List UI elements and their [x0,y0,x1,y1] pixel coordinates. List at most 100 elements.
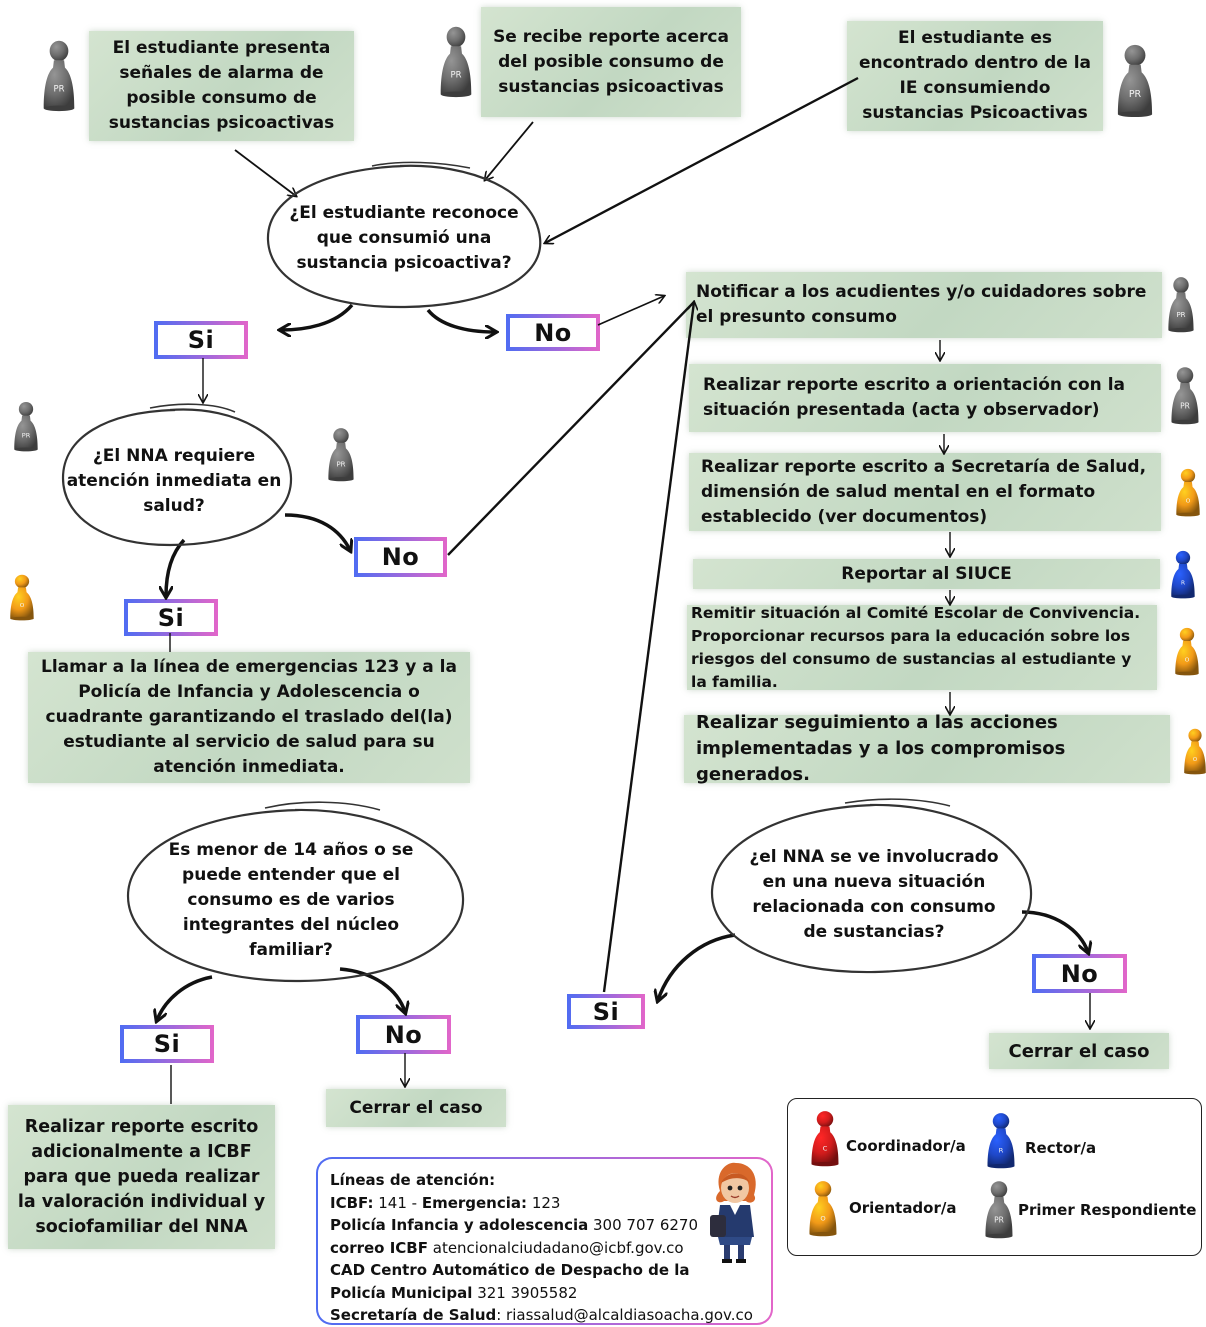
question-minor: Es menor de 14 años o se puede entender … [165,836,417,964]
question-attention-text: ¿El NNA requiere atención inmediata en s… [66,445,282,516]
start-found-box: El estudiante es encontrado dentro de la… [847,21,1103,131]
mail-label: correo ICBF [330,1238,428,1257]
emergency-label: Emergencia: [421,1193,528,1212]
question-new-situation-text: ¿el NNA se ve involucrado en una nueva s… [749,847,999,942]
first-responder-icon: PR [984,1179,1014,1239]
orientador-icon: O [1174,626,1200,676]
first-responder-icon: PR [42,38,76,112]
arrow-q2-yes [166,538,186,596]
start-report-box: Se recibe reporte acerca del posible con… [481,7,741,117]
start-found-text: El estudiante es encontrado dentro de la… [858,28,1092,123]
answer-no-q3-text: No [384,1020,423,1049]
icbf-label: ICBF: [330,1193,374,1212]
step-icbf: Realizar reporte escrito adicionalmente … [8,1105,275,1249]
answer-no-q1: No [506,314,600,351]
svg-text:PR: PR [1180,402,1190,411]
answer-yes-q1: Si [154,321,248,359]
step-close-left-text: Cerrar el caso [349,1097,483,1118]
step-followup: Realizar seguimiento a las acciones impl… [684,712,1170,785]
svg-text:R: R [1181,581,1185,587]
student-girl-illustration [710,1162,756,1263]
question-new-situation: ¿el NNA se ve involucrado en una nueva s… [740,843,1008,947]
arrow-q4-no [1021,910,1088,952]
arrow-q3-no [339,967,405,1012]
answer-yes-q4-text: Si [592,997,620,1026]
arrow-q2-no [284,513,350,550]
step-emergency: Llamar a la línea de emergencias 123 y a… [28,652,470,783]
question-recognize: ¿El estudiante reconoce que consumió una… [278,190,530,286]
step-report-health-text: Realizar reporte escrito a Secretaría de… [701,456,1147,527]
svg-text:PR: PR [450,70,461,80]
orientador-icon: O [9,573,35,621]
first-responder-icon: PR [439,24,473,98]
contact-mail-line: correo ICBF atencionalciudadano@icbf.gov… [330,1237,759,1260]
answer-no-q4-text: No [1060,959,1099,988]
svg-text:O: O [1186,499,1191,505]
step-siuce-text: Reportar al SIUCE [841,563,1012,584]
arrow-no-to-notify [597,296,664,326]
first-responder-icon: PR [1167,275,1195,333]
legend-rector-label: Rector/a [1025,1139,1097,1157]
arrow-report-to-q1 [485,121,534,180]
svg-text:O: O [20,603,25,609]
coordinator-icon: C [810,1109,840,1167]
step-emergency-text: Llamar a la línea de emergencias 123 y a… [41,657,457,777]
answer-no-q2: No [354,537,447,577]
legend-orientador-label: Orientador/a [849,1199,957,1217]
contact-lines-box: Líneas de atención: ICBF: 141 - Emergenc… [316,1157,773,1325]
step-committee: Remitir situación al Comité Escolar de C… [687,604,1157,691]
step-notify-text: Notificar a los acudientes y/o cuidadore… [696,282,1147,327]
first-responder-icon: PR [13,400,39,452]
arrow-q4-yes [658,933,736,1000]
arrow-q1-yes [281,303,354,330]
arrow-q4-si-to-notify [602,302,694,993]
orientador-icon: O [1175,467,1201,517]
step-close-right-text: Cerrar el caso [1008,1040,1150,1062]
legend-first-responder-label: Primer Respondiente [1018,1201,1197,1219]
svg-text:O: O [820,1214,825,1222]
answer-no-q3: No [356,1015,451,1054]
mail-value[interactable]: atencionalciudadano@icbf.gov.co [432,1238,684,1257]
rector-icon: R [1170,549,1196,599]
answer-no-q2-text: No [381,543,420,571]
police-value: 300 707 6270 [593,1216,698,1234]
answer-yes-q3-text: Si [153,1030,181,1058]
step-close-right: Cerrar el caso [989,1033,1169,1069]
health-value[interactable]: : riassalud@alcaldiasoacha.gov.co [496,1306,753,1324]
step-close-left: Cerrar el caso [326,1089,506,1127]
start-signals-text: El estudiante presenta señales de alarma… [108,38,335,133]
first-responder-icon: PR [1116,42,1154,118]
svg-text:O: O [1185,658,1190,664]
arrow-q1-no [426,308,495,332]
answer-no-q4: No [1032,954,1127,993]
icbf-value: 141 - [378,1193,422,1212]
contact-title-text: Líneas de atención: [330,1171,496,1189]
answer-yes-q1-text: Si [187,326,215,354]
start-report-text: Se recibe reporte acerca del posible con… [493,26,729,97]
answer-yes-q2: Si [124,599,218,636]
step-report-orientation: Realizar reporte escrito a orientación c… [689,364,1161,432]
step-siuce: Reportar al SIUCE [693,559,1160,589]
legend-coordinator-label: Coordinador/a [846,1137,966,1155]
contact-police-line: Policía Infancia y adolescencia 300 707 … [330,1214,759,1237]
orientador-icon: O [808,1179,838,1237]
emergency-value: 123 [531,1193,561,1212]
health-label: Secretaría de Salud [330,1306,497,1324]
step-committee-text: Remitir situación al Comité Escolar de C… [691,603,1141,691]
svg-text:C: C [823,1144,828,1152]
question-attention: ¿El NNA requiere atención inmediata en s… [66,433,282,529]
arrow-q3-yes [157,975,213,1020]
start-signals-box: El estudiante presenta señales de alarma… [89,31,354,141]
svg-text:PR: PR [1176,310,1185,319]
step-followup-text: Realizar seguimiento a las acciones impl… [696,712,1066,785]
svg-text:PR: PR [22,432,31,440]
step-notify: Notificar a los acudientes y/o cuidadore… [686,272,1162,338]
first-responder-icon: PR [327,426,355,482]
first-responder-icon: PR [1170,365,1200,425]
answer-yes-q3: Si [120,1025,214,1063]
role-legend: C Coordinador/a R Rector/a O Orientador/… [787,1098,1202,1256]
step-report-health: Realizar reporte escrito a Secretaría de… [689,453,1161,531]
contact-health-line: Secretaría de Salud: riassalud@alcaldias… [330,1304,759,1327]
cad-value: 321 3905582 [477,1283,578,1302]
question-recognize-text: ¿El estudiante reconoce que consumió una… [289,202,519,273]
